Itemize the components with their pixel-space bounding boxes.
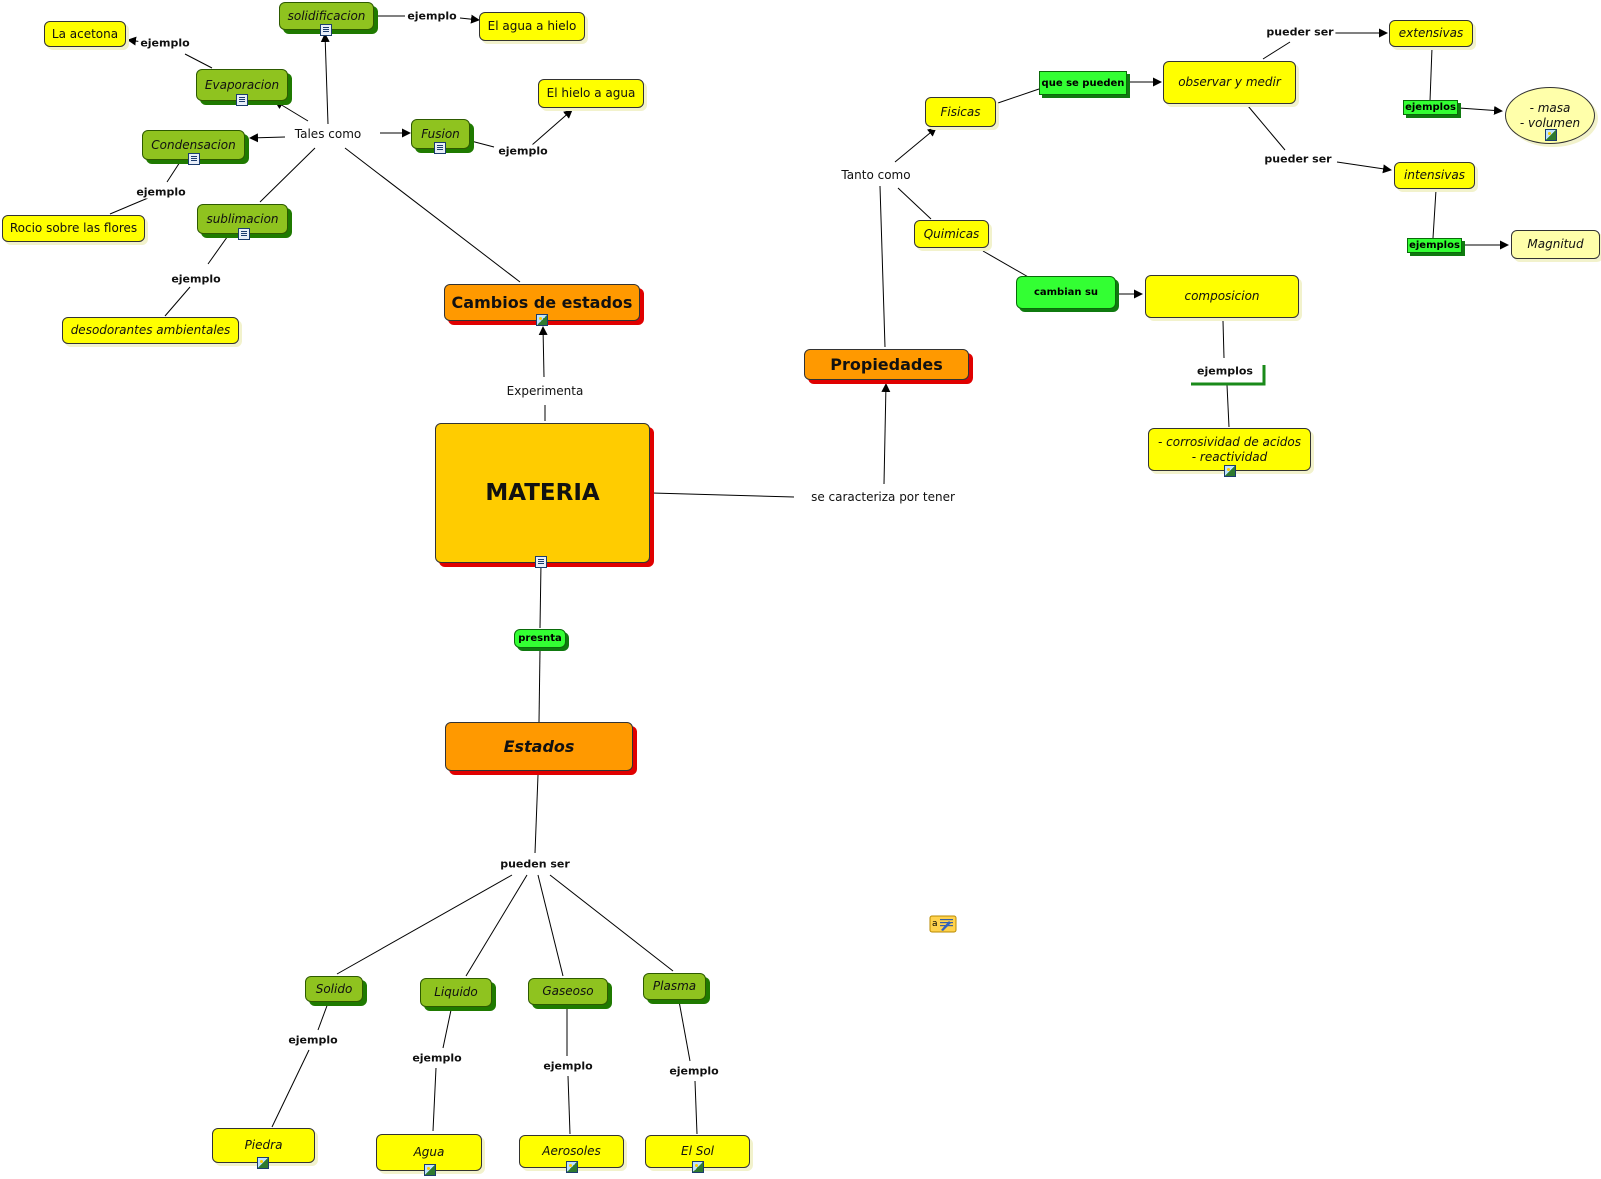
node-materia[interactable]: MATERIA <box>435 423 650 563</box>
node-text-line: - reactividad <box>1191 449 1268 464</box>
document-icon[interactable] <box>434 142 446 154</box>
node-gaseoso[interactable]: Gaseoso <box>528 978 608 1005</box>
node-rocio[interactable]: Rocio sobre las flores <box>2 215 145 242</box>
image-icon[interactable] <box>424 1164 436 1176</box>
link-label-ejemplos: ejemplos <box>1403 100 1458 115</box>
image-icon[interactable] <box>257 1157 269 1169</box>
node-liquido[interactable]: Liquido <box>420 978 492 1007</box>
node-text-line: - corrosividad de acidos <box>1157 434 1302 449</box>
link-label-ejemplo: ejemplo <box>410 1051 464 1065</box>
node-la-acetona[interactable]: La acetona <box>44 21 126 47</box>
node-extensivas[interactable]: extensivas <box>1389 20 1473 47</box>
link-label-ejemplo: ejemplo <box>286 1033 340 1047</box>
node-desodorantes[interactable]: desodorantes ambientales <box>62 317 239 344</box>
link-label-ejemplos: ejemplos <box>1195 364 1255 378</box>
image-icon[interactable] <box>692 1161 704 1173</box>
link-label-tanto-como: Tanto como <box>839 168 913 182</box>
node-quimicas[interactable]: Quimicas <box>914 220 989 248</box>
link-label-ejemplo: ejemplo <box>169 272 223 286</box>
node-propiedades[interactable]: Propiedades <box>804 349 969 380</box>
image-icon[interactable] <box>1545 129 1557 141</box>
link-label-pueder-ser: pueder ser <box>1264 25 1336 39</box>
link-label-ejemplos: ejemplos <box>1407 238 1462 253</box>
image-icon[interactable] <box>566 1161 578 1173</box>
node-plasma[interactable]: Plasma <box>643 973 706 1000</box>
link-label-pueder-ser: pueder ser <box>1262 152 1334 166</box>
node-fisicas[interactable]: Fisicas <box>925 97 996 127</box>
document-icon[interactable] <box>535 556 547 568</box>
link-label-ejemplo: ejemplo <box>667 1064 721 1078</box>
node-corrosividad[interactable]: - corrosividad de acidos - reactividad <box>1148 428 1311 471</box>
link-label-cambian-su: cambian su <box>1016 276 1116 309</box>
link-label-ejemplo: ejemplo <box>405 9 459 23</box>
document-icon[interactable] <box>236 94 248 106</box>
link-label-pueden-ser: pueden ser <box>498 857 572 871</box>
document-icon[interactable] <box>320 24 332 36</box>
link-label-se-caracteriza: se caracteriza por tener <box>809 490 957 504</box>
note-icon[interactable]: a <box>929 915 957 933</box>
link-label-tales-como: Tales como <box>292 127 364 141</box>
link-label-ejemplo: ejemplo <box>134 185 188 199</box>
document-icon[interactable] <box>188 153 200 165</box>
node-hielo-a-agua[interactable]: El hielo a agua <box>538 79 644 108</box>
node-text-line: - masa <box>1529 100 1571 115</box>
image-icon[interactable] <box>536 314 548 326</box>
node-solido[interactable]: Solido <box>305 976 363 1002</box>
node-estados[interactable]: Estados <box>445 722 633 771</box>
link-label-que-se-pueden: que se pueden <box>1039 71 1127 95</box>
image-icon[interactable] <box>1224 465 1236 477</box>
node-magnitud[interactable]: Magnitud <box>1511 230 1600 259</box>
node-composicion[interactable]: composicion <box>1145 275 1299 318</box>
node-agua-a-hielo[interactable]: El agua a hielo <box>479 12 585 41</box>
link-label-experimenta: Experimenta <box>504 384 586 398</box>
document-icon[interactable] <box>238 228 250 240</box>
node-intensivas[interactable]: intensivas <box>1394 162 1475 189</box>
svg-text:a: a <box>932 919 938 929</box>
node-observar-y-medir[interactable]: observar y medir <box>1163 61 1296 104</box>
link-label-ejemplo: ejemplo <box>496 144 550 158</box>
link-label-ejemplo: ejemplo <box>541 1059 595 1073</box>
node-text-line: - volumen <box>1519 115 1581 130</box>
link-label-presnta: presnta <box>514 629 566 648</box>
link-label-ejemplo: ejemplo <box>138 36 192 50</box>
